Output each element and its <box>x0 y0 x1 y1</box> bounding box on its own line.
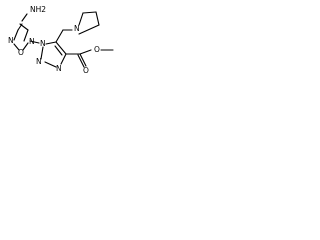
atom-pyrrolidine-n: N <box>74 24 80 33</box>
atom-oxadiazole-o: O <box>18 48 24 57</box>
atom-labels: NH2 N O N N N N N O O <box>8 5 100 75</box>
atom-nh2: NH2 <box>30 5 46 14</box>
atom-triazole-n2: N <box>36 57 42 66</box>
atom-triazole-n3: N <box>56 64 62 73</box>
atom-oxadiazole-n-a: N <box>8 36 14 45</box>
atom-triazole-n1: N <box>40 39 46 48</box>
bond-lines <box>13 11 114 68</box>
molecule-structure: NH2 N O N N N N N O O <box>8 5 114 75</box>
atom-ester-o-single: O <box>94 45 100 54</box>
atom-oxadiazole-n-b: N <box>29 37 35 46</box>
atom-ester-o-carbonyl: O <box>83 66 89 75</box>
